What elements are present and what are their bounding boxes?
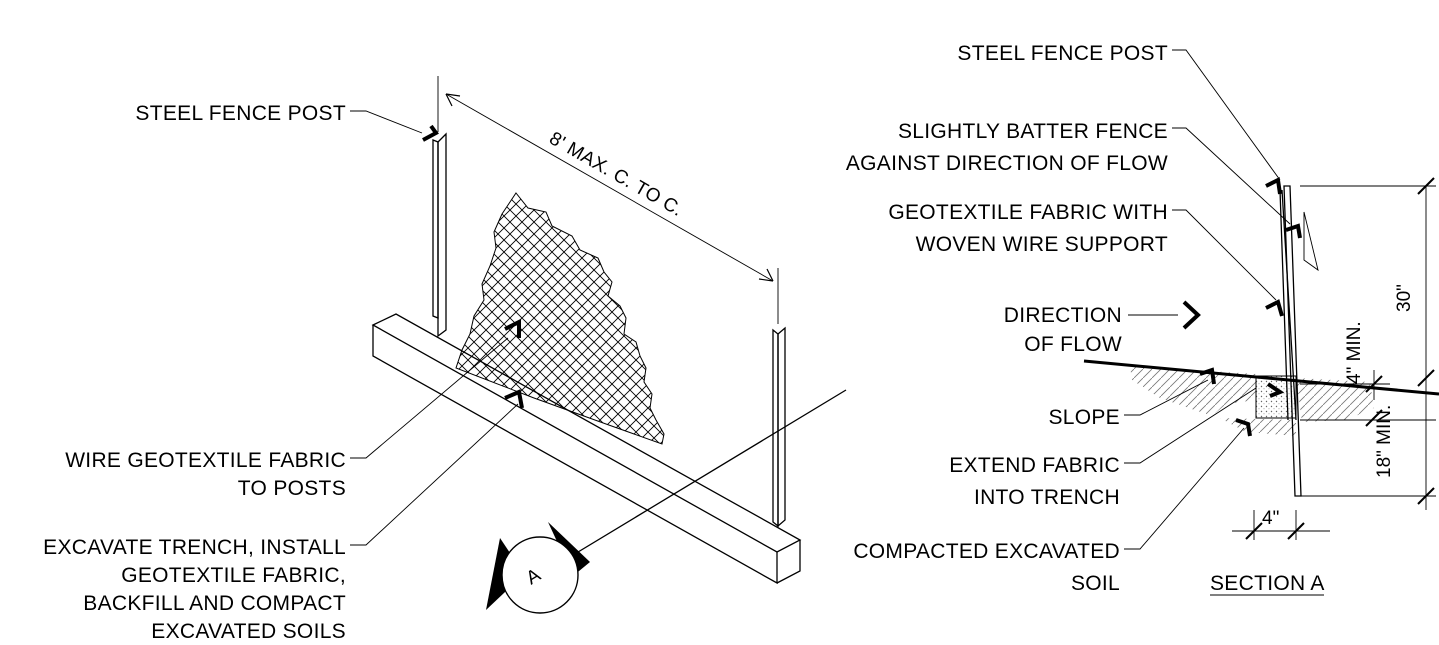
dim-18-min-label: 18" MIN. [1374,405,1395,478]
dim-18-in-min [1300,378,1436,510]
isometric-view: 8' MAX. C. TO C. A STEEL FENCE POST WIRE… [43,76,847,643]
wire-fabric-label-line1: WIRE GEOTEXTILE FABRIC [65,449,346,472]
batter-label-line2: AGAINST DIRECTION OF FLOW [846,152,1168,175]
section-geotextile [1279,189,1297,421]
iso-fence-post-right [772,326,786,528]
ground-line [1083,359,1439,396]
excavate-label-line3: BACKFILL AND COMPACT [83,592,346,615]
compacted-label-line1: COMPACTED EXCAVATED [853,540,1120,563]
wire-fabric-label-line2: TO POSTS [238,477,346,500]
spacing-dimension-label: 8' MAX. C. TO C. [546,128,687,221]
leader-arrow-wire-fabric [504,318,521,338]
dim-4-in-min [1300,370,1390,400]
trench-backfill [1255,375,1297,419]
geotextile-label-line1: GEOTEXTILE FABRIC WITH [888,201,1168,224]
iso-trench-backfill-box [371,313,802,585]
section-a-marker: A [486,522,590,614]
sec-steel-fence-post-label: STEEL FENCE POST [957,42,1168,65]
iso-steel-fence-post-label: STEEL FENCE POST [135,102,346,125]
leader-arrow-iso-post [422,124,439,142]
leader-arrow-sec-post [1265,176,1282,195]
excavate-label-line1: EXCAVATE TRENCH, INSTALL [43,536,346,559]
leader-arrow-batter [1285,223,1302,239]
geotextile-fabric-panel [455,192,665,445]
dim-4-in-trench [1232,510,1330,540]
ground-hatch [1130,366,1256,416]
direction-of-flow-arrow [1182,300,1201,330]
extend-fabric-label-line1: EXTEND FABRIC [949,454,1120,477]
section-title: SECTION A [1210,572,1325,595]
flow-label-line2: OF FLOW [1024,333,1122,356]
leader-arrow-excavate [504,389,524,409]
iso-fence-post-left [432,132,447,338]
dim-4-trench-label: 4" [1262,508,1279,529]
leader-arrow-compacted [1235,418,1252,437]
dim-30-in [1300,177,1436,387]
slope-label: SLOPE [1048,406,1120,429]
excavate-label-line2: GEOTEXTILE FABRIC, [121,564,346,587]
section-a-view: 30" 4" MIN. 18" MIN. 4" STEEL FENCE POS [846,42,1439,596]
iso-spacing-dimension [437,76,779,324]
compacted-label-line2: SOIL [1071,572,1120,595]
flow-label-line1: DIRECTION [1004,304,1122,327]
section-cut-line [539,389,847,576]
excavate-label-line4: EXCAVATED SOILS [151,620,346,643]
dim-4-min-label: 4" MIN. [1344,321,1365,384]
geotextile-label-line2: WOVEN WIRE SUPPORT [916,233,1168,256]
leader-arrow-geotextile [1265,299,1284,317]
leader-arrow-slope [1199,367,1216,385]
extend-fabric-label-line2: INTO TRENCH [974,486,1120,509]
dim-30-label: 30" [1394,284,1415,312]
batter-label-line1: SLIGHTLY BATTER FENCE [898,120,1168,143]
leader-arrow-extend [1266,382,1285,398]
